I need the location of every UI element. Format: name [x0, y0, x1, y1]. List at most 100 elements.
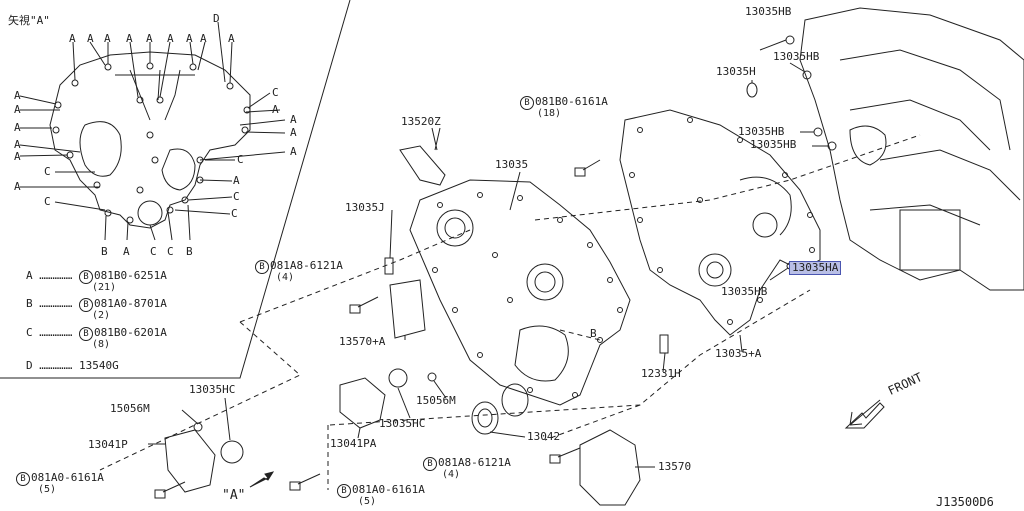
label-13035HB: 13035HB	[745, 5, 792, 18]
inset-letter-a: A	[290, 113, 297, 126]
inset-letter-a: A	[14, 180, 21, 193]
inset-letter-a: A	[146, 32, 153, 45]
inset-letter-a: A	[126, 32, 133, 45]
bolt-symbol: B	[255, 260, 269, 274]
legend-dots: ……………	[39, 297, 73, 310]
inset-letter-d: D	[213, 12, 220, 25]
label-13035H: 13035H	[716, 65, 756, 78]
qty-4: (4)	[276, 272, 295, 283]
front-arrow	[849, 399, 881, 426]
label-13520Z: 13520Z	[401, 115, 441, 128]
qty-5: (5)	[358, 496, 377, 507]
inset-letter-a: A	[290, 145, 297, 158]
bolt-symbol: B	[79, 298, 93, 312]
legend-ref: 081A0-8701A	[94, 297, 167, 310]
dowel-13035J	[384, 257, 394, 275]
dowel-12331H	[659, 334, 669, 354]
part-13042-seal	[471, 401, 499, 435]
bolt-symbol: B	[79, 327, 93, 341]
bolt-symbol: B	[423, 457, 437, 471]
label-15056M: 15056M	[110, 402, 150, 415]
inset-letter-b: B	[101, 245, 108, 258]
legend-qty: (2)	[92, 310, 111, 321]
oring-13035HB-1	[785, 35, 795, 45]
inset-letter-a: A	[14, 89, 21, 102]
legend-ref: 081B0-6201A	[94, 326, 167, 339]
inset-letter-c: C	[272, 86, 279, 99]
part-13035A-chain-case	[619, 109, 821, 336]
part-number: 081A0-6161A	[352, 483, 425, 496]
bolt-symbol: B	[79, 270, 93, 284]
label-13035HB: 13035HB	[773, 50, 820, 63]
inset-seal-circle	[137, 200, 163, 226]
label-13035HB: 13035HB	[738, 125, 785, 138]
main-leaders	[148, 127, 743, 468]
inset-letter-a: A	[104, 32, 111, 45]
inset-letter-a: A	[200, 32, 207, 45]
inset-letter-a: A	[14, 138, 21, 151]
label-13035HC: 13035HC	[379, 417, 426, 430]
legend-dots: ……………	[39, 326, 73, 339]
inset-letter-c: C	[167, 245, 174, 258]
legend-qty: (21)	[92, 282, 117, 293]
part-number: 081A0-6161A	[31, 471, 104, 484]
label-13041P: 13041P	[88, 438, 128, 451]
legend-key: A	[26, 269, 33, 282]
qty-5: (5)	[38, 484, 57, 495]
part-13041PA-cover	[339, 377, 386, 429]
inset-letter-a: A	[69, 32, 76, 45]
inset-inner-opening-2	[161, 148, 196, 191]
case-bolt-holes	[629, 117, 815, 325]
oring-13035HB-2	[802, 70, 812, 80]
inset-letter-b: B	[186, 245, 193, 258]
inset-letter-a: A	[233, 174, 240, 187]
legend-row-d: D …………… 13540G	[26, 360, 119, 372]
legend-ref: 081B0-6251A	[94, 269, 167, 282]
inset-letter-a: A	[228, 32, 235, 45]
assembly-dashes	[99, 134, 921, 490]
qty-4: (4)	[442, 469, 461, 480]
label-13035A: 13035+A	[715, 347, 762, 360]
label-13035HB: 13035HB	[721, 285, 768, 298]
label-13041PA: 13041PA	[330, 437, 377, 450]
bolt-081A8-6121A-2	[549, 447, 581, 464]
bolt-081B0-6161A	[574, 159, 601, 177]
inset-letter-a: A	[14, 121, 21, 134]
inset-letter-a: A	[123, 245, 130, 258]
inset-letter-a: A	[87, 32, 94, 45]
part-13520Z-shape	[399, 145, 446, 186]
inset-letter-a: A	[167, 32, 174, 45]
inset-letter-a: A	[14, 150, 21, 163]
label-13570A: 13570+A	[339, 335, 386, 348]
bolt-081A8-6121A-1	[349, 296, 379, 314]
label-12331H: 12331H	[641, 367, 681, 380]
bolt-081A0-6161A-left	[154, 481, 186, 499]
inset-title: 矢視"A"	[8, 14, 50, 27]
legend-dots: ……………	[39, 269, 73, 282]
label-13035HA-highlighted[interactable]: 13035HA	[789, 261, 842, 275]
inset-letter-a: A	[272, 103, 279, 116]
inset-letter-c: C	[233, 190, 240, 203]
qty-18: (18)	[537, 108, 562, 119]
inset-inner-opening	[79, 121, 122, 177]
part-13570A-plate	[389, 279, 426, 339]
part-number: 081B0-6161A	[535, 95, 608, 108]
label-b: B	[590, 327, 597, 340]
part-13570-cover	[579, 429, 641, 506]
label-13570: 13570	[658, 460, 692, 473]
inset-letter-c: C	[237, 153, 244, 166]
diagram-id: J13500D6	[936, 495, 994, 509]
label-13042: 13042	[527, 430, 561, 443]
label-13035: 13035	[495, 158, 529, 171]
part-13035-front-cover	[409, 179, 631, 406]
bolt-symbol: B	[337, 484, 351, 498]
view-a-label: "A"	[222, 488, 246, 503]
part-13041P-cover	[164, 429, 216, 493]
bolt-081A0-6161A-bottom	[289, 473, 321, 491]
